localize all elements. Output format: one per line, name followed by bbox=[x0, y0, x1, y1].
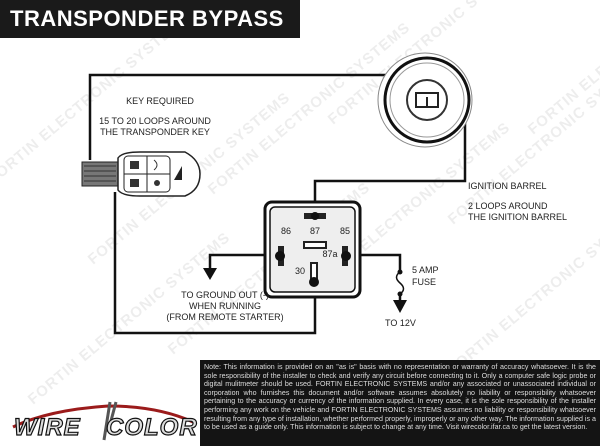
page-title: TRANSPONDER BYPASS bbox=[0, 0, 300, 38]
wire-86-ground bbox=[208, 253, 275, 268]
ignition-barrel-icon bbox=[377, 52, 473, 148]
power-arrow-icon bbox=[393, 300, 407, 313]
ground-label-3: (FROM REMOTE STARTER) bbox=[166, 312, 284, 322]
fuse-label-2: FUSE bbox=[412, 277, 437, 287]
ground-label-2: WHEN RUNNING bbox=[189, 301, 261, 311]
logo-text-color: COLOR bbox=[105, 413, 198, 441]
car-silhouette-icon bbox=[12, 401, 193, 441]
ground-label-1: TO GROUND OUT (-) bbox=[181, 290, 269, 300]
transponder-key-icon bbox=[81, 151, 201, 197]
wire-87-to-barrel bbox=[313, 122, 467, 215]
disclaimer-note: Note: This information is provided on an… bbox=[200, 360, 600, 446]
wirecolor-logo: WIRE COLOR bbox=[8, 392, 197, 442]
key-required-label: KEY REQUIRED bbox=[126, 96, 194, 106]
key-loops-label-2: THE TRANSPONDER KEY bbox=[100, 127, 210, 137]
barrel-loops-label-1: 2 LOOPS AROUND bbox=[468, 201, 548, 211]
relay-icon bbox=[263, 200, 362, 299]
pin-30-label: 30 bbox=[294, 266, 305, 276]
wire-key-to-30 bbox=[113, 192, 317, 335]
logo-text-wire: WIRE bbox=[13, 413, 81, 441]
to-12v-label: TO 12V bbox=[385, 318, 416, 328]
wire-key-top bbox=[88, 73, 400, 160]
wire-85-fuse bbox=[350, 253, 402, 272]
ground-arrow-icon bbox=[203, 268, 217, 280]
pin-86-label: 86 bbox=[280, 226, 291, 236]
key-loops-label-1: 15 TO 20 LOOPS AROUND bbox=[99, 116, 211, 126]
pin-87a-label: 87a bbox=[322, 249, 338, 259]
pin-87-label: 87 bbox=[309, 226, 320, 236]
pin-85-label: 85 bbox=[339, 226, 350, 236]
fuse-label-1: 5 AMP bbox=[412, 265, 439, 275]
barrel-loops-label-2: THE IGNITION BARREL bbox=[468, 212, 568, 222]
ignition-barrel-label: IGNITION BARREL bbox=[468, 181, 547, 191]
fuse-icon bbox=[393, 269, 407, 313]
